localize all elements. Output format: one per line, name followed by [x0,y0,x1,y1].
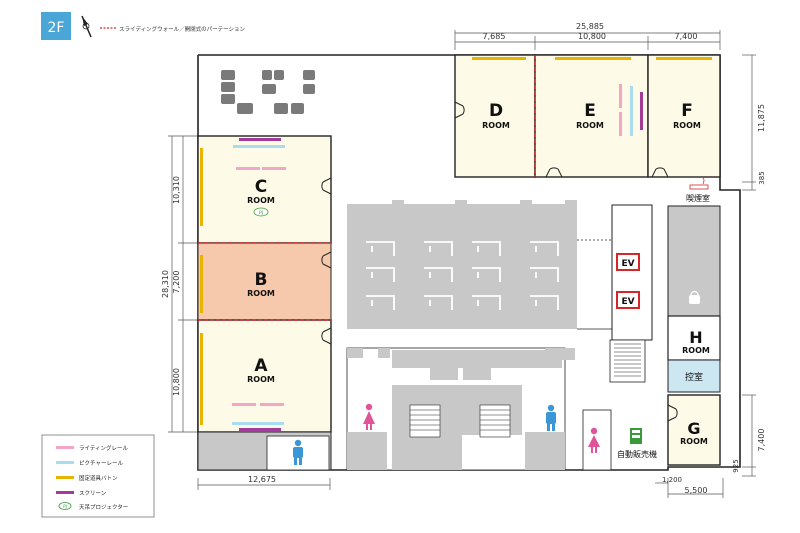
legend-label-lighting: ライティングレール [79,444,129,452]
lounge-tables [366,241,559,310]
rails-left-rooms [200,138,286,431]
waiting-room-label: 控室 [685,371,703,383]
male-restroom-icon-1 [546,404,556,431]
vending-machine-label: 自動販売機 [617,449,657,459]
smoking-icon [689,177,709,190]
elevator-1-label: EV [621,259,634,269]
dimension-lines-bottom [197,478,724,498]
room-a-letter: A [254,356,268,376]
room-h-word: ROOM [682,346,710,355]
terrace-seating [221,70,315,114]
central-lounge [347,200,577,329]
elevator-2[interactable] [616,291,640,309]
room-e-letter: E [584,101,596,121]
room-g-word: ROOM [680,437,708,446]
room-f-word: ROOM [673,121,701,130]
room-e[interactable] [534,54,649,178]
legend-swatch-picture [56,461,74,464]
legend-label-projector: 天吊プロジェクター [79,503,128,511]
legend-projector-badge: PJ [63,504,67,509]
rails-top-rooms [472,57,712,136]
legend-label-picture: ピクチャーレール [79,460,123,467]
room-h-letter: H [689,328,702,347]
floor-badge-label: 2F [48,20,65,36]
room-c[interactable] [197,135,332,244]
dim-right-gap: 385 [758,171,766,184]
dimension-lines-right [742,54,756,477]
room-b-letter: B [255,270,268,290]
header-partition-label: スライディングウォール／開閉式のパーテーション [119,25,246,33]
dim-c-height: 10,310 [172,176,181,204]
dim-g-gap: 925 [732,459,740,472]
floor-badge [41,12,71,40]
legend-swatch-baton [56,476,74,479]
dim-g-width: 5,500 [685,486,708,495]
dim-bottom-left-width: 12,675 [248,475,276,484]
room-c-projector-badge: PJ [259,210,263,216]
room-a[interactable] [197,319,332,433]
bottom-center-block [346,347,575,471]
room-c-word: ROOM [247,196,275,205]
legend-swatch-screen [56,491,74,494]
room-d-letter: D [489,101,503,121]
dim-bottom-gap: 1,200 [662,476,682,484]
dim-d-width: 7,685 [483,32,506,41]
legend-label-screen: スクリーン [79,490,107,497]
north-arrow-icon [81,15,92,38]
dim-g-height: 7,400 [757,429,766,452]
stairs-center [409,404,511,438]
elevator-2-label: EV [621,297,634,307]
room-g[interactable] [667,394,721,466]
dim-top-right-height: 11,875 [757,104,766,132]
room-c-letter: C [255,177,267,197]
dim-a-height: 10,800 [172,368,181,396]
room-a-word: ROOM [247,375,275,384]
room-g-door [667,404,678,422]
dim-f-width: 7,400 [675,32,698,41]
room-h[interactable] [667,315,721,361]
projector-icon [253,207,269,217]
room-g-letter: G [687,419,700,438]
vending-machine-icon [630,428,642,444]
dimension-lines-top [454,30,721,50]
elevator-core [611,204,653,341]
stairs-right [609,339,646,383]
dim-e-width: 10,800 [578,32,606,41]
room-d-word: ROOM [482,121,510,130]
legend-swatch-lighting [56,446,74,449]
dim-b-height: 7,200 [172,271,181,294]
restroom-female-right [582,409,612,471]
room-b-word: ROOM [247,289,275,298]
room-d[interactable] [454,54,536,178]
male-restroom-icon-2 [293,439,303,465]
room-e-word: ROOM [576,121,604,130]
elevator-1[interactable] [616,253,640,271]
smoking-room-label: 喫煙室 [686,193,710,203]
dimension-lines-left [168,135,198,433]
dim-left-total: 28,310 [161,270,170,298]
doors-top-rooms [454,101,669,178]
doors-left-rooms [321,177,332,345]
dim-total-width: 25,885 [576,22,604,31]
bag-icon [689,290,700,304]
stairs-center-steps [410,409,510,431]
room-f-letter: F [681,101,693,121]
room-f[interactable] [647,54,721,178]
waiting-room[interactable] [667,359,721,393]
room-b[interactable] [197,242,332,321]
legend-projector-icon [58,502,72,510]
female-restroom-icon-2 [588,427,600,453]
female-restroom-icon-1 [363,403,375,430]
legend-label-baton: 固定道具バトン [79,474,118,482]
